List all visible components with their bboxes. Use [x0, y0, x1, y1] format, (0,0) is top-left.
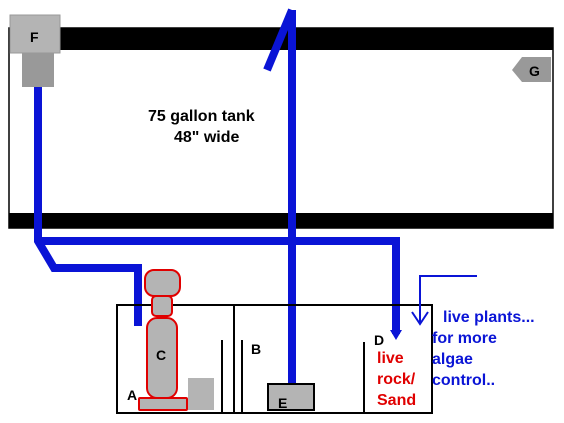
tank-label-line-2: 48" wide: [174, 129, 239, 146]
refugium-line-1: live: [377, 350, 404, 367]
tank-label-line-1: 75 gallon tank: [148, 108, 255, 125]
note-arrow: [411, 275, 477, 326]
label-b: B: [251, 341, 261, 357]
sump-outline: [116, 304, 433, 414]
drain-pipe: [34, 87, 142, 326]
label-d: D: [374, 332, 384, 348]
skimmer-neck: [151, 295, 173, 317]
plumbing: [34, 8, 400, 388]
refugium-feed-arrow-tip: [390, 330, 402, 340]
refugium-line-3: Sand: [377, 392, 416, 409]
note-line-3: algae: [432, 351, 473, 368]
return-pump-e: [267, 383, 315, 411]
tank-outline: [8, 27, 554, 229]
label-a: A: [127, 387, 137, 403]
return-pipe-bend: [263, 8, 296, 72]
label-g: G: [529, 63, 540, 79]
refugium-feed-pipe: [38, 237, 400, 334]
overflow-f-body: [22, 53, 54, 87]
sump: [116, 304, 433, 414]
label-e: E: [278, 395, 287, 411]
label-c: C: [156, 347, 166, 363]
skimmer-c: [138, 269, 188, 411]
return-nozzle-g: [512, 57, 551, 82]
note-line-1: live plants...: [443, 309, 535, 326]
skimmer-pump: [188, 378, 214, 410]
tank-bottom-rim: [9, 213, 553, 228]
skimmer-cup: [144, 269, 181, 297]
note-line-4: control..: [432, 372, 495, 389]
label-f: F: [30, 29, 39, 45]
overflow-f-top: [9, 14, 61, 54]
note-line-2: for more: [432, 330, 497, 347]
refugium-line-2: rock/: [377, 371, 416, 388]
skimmer-base: [138, 397, 188, 411]
